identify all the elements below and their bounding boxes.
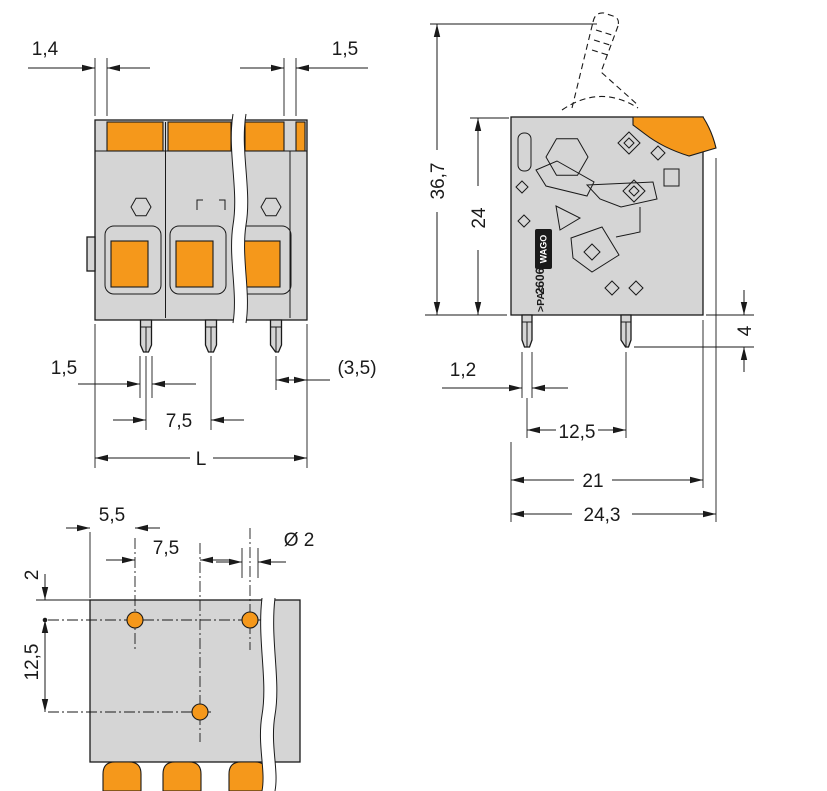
dim-body-height: 24 bbox=[469, 207, 490, 229]
clamp-cavity bbox=[104, 225, 162, 295]
dim-pin-width: 1,5 bbox=[51, 358, 77, 379]
dim-hole-pitch: 7,5 bbox=[153, 538, 179, 559]
dim-overall-height: 36,7 bbox=[428, 163, 449, 200]
clamp-cavity bbox=[169, 225, 227, 295]
side-body bbox=[510, 116, 704, 316]
dim-pin-pitch: 7,5 bbox=[166, 411, 192, 432]
terminal-cap bbox=[295, 121, 306, 152]
solder-pin bbox=[620, 314, 632, 348]
dim-hole-diameter: Ø 2 bbox=[284, 530, 315, 551]
break-line bbox=[230, 113, 236, 324]
dim-overall-depth: 24,3 bbox=[584, 505, 621, 526]
dim-pin-pitch: 12,5 bbox=[559, 422, 596, 443]
dim-cap-gap-left: 1,4 bbox=[32, 39, 59, 60]
pushbutton-window bbox=[242, 240, 281, 288]
footprint-view: 5,5 7,5 Ø 2 2 12,5 bbox=[22, 505, 314, 791]
terminal-cap bbox=[106, 121, 164, 152]
dim-row-spacing: 12,5 bbox=[22, 644, 43, 681]
solder-pin bbox=[204, 319, 218, 353]
dim-pin-width: 1,2 bbox=[450, 360, 476, 381]
marking-brackets bbox=[196, 199, 226, 210]
break-band bbox=[260, 598, 277, 791]
hex-recess bbox=[130, 197, 152, 217]
break-band bbox=[231, 114, 248, 323]
solder-pad bbox=[102, 761, 142, 791]
break-line bbox=[259, 597, 265, 791]
series-text: 2606 bbox=[533, 267, 547, 294]
wago-logo-text: WAGO bbox=[539, 235, 549, 264]
mounting-hole bbox=[191, 703, 209, 721]
dim-end-ref: (3,5) bbox=[337, 358, 376, 379]
test-tab bbox=[86, 236, 96, 272]
dim-overall-length: L bbox=[196, 449, 207, 470]
lever-open-dashed bbox=[561, 12, 640, 111]
dim-body-depth: 21 bbox=[582, 471, 603, 492]
dim-edge-to-hole: 5,5 bbox=[99, 505, 125, 526]
break-line bbox=[272, 597, 278, 791]
dim-pin-length: 4 bbox=[735, 325, 756, 336]
pushbutton-window bbox=[175, 240, 214, 288]
dim-cap-gap-right: 1,5 bbox=[332, 39, 358, 60]
release-lever bbox=[632, 116, 717, 157]
front-view: 1,4 1,5 1,5 7,5 (3,5) L bbox=[28, 39, 377, 470]
dim-row-offset: 2 bbox=[22, 570, 43, 581]
mechanism-detail bbox=[515, 131, 680, 296]
solder-pin bbox=[521, 314, 533, 348]
break-line bbox=[243, 113, 249, 324]
side-view: WAGO 2606 >PA< bbox=[425, 12, 756, 526]
terminal-cap bbox=[167, 121, 232, 152]
mounting-hole bbox=[241, 611, 259, 629]
solder-pad bbox=[228, 761, 268, 791]
mounting-hole bbox=[126, 611, 144, 629]
pushbutton-window bbox=[110, 240, 149, 288]
material-text: >PA< bbox=[535, 286, 547, 312]
solder-pad bbox=[162, 761, 202, 791]
hex-recess bbox=[260, 197, 282, 217]
terminal-cap bbox=[244, 121, 285, 152]
solder-pin bbox=[269, 319, 283, 353]
solder-pin bbox=[139, 319, 153, 353]
wago-logo-box bbox=[535, 229, 552, 269]
